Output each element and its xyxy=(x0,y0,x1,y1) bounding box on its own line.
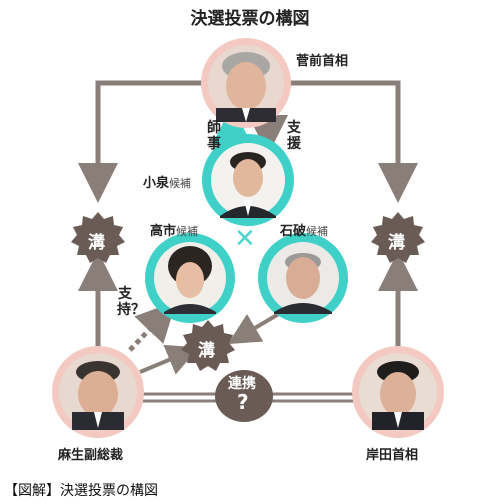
name-takaichi-suffix: 候補 xyxy=(176,225,199,238)
badge-right-text: 溝 xyxy=(388,233,405,253)
name-koizumi-suffix: 候補 xyxy=(169,177,192,190)
label-shiji-support: 支持？ xyxy=(117,286,145,318)
arrow-ishiba-to-center xyxy=(227,310,284,345)
name-koizumi-text: 小泉 xyxy=(143,176,170,191)
name-ishiba-text: 石破 xyxy=(280,224,307,239)
badge-left xyxy=(71,212,125,263)
name-koizumi: 小泉候補 xyxy=(143,172,191,191)
badge-left-text: 溝 xyxy=(88,233,105,253)
page-title: 決選投票の構図 xyxy=(190,9,310,29)
badge-center xyxy=(181,320,235,371)
figure-caption: 【図解】決選投票の構図 xyxy=(4,483,158,499)
name-suga-text: 菅前首相 xyxy=(296,54,349,69)
connector-top xyxy=(78,80,418,203)
portrait-ishiba xyxy=(267,242,339,314)
portrait-kishida xyxy=(352,346,444,438)
label-renkei-question: ? xyxy=(237,390,249,414)
name-ishiba: 石破候補 xyxy=(280,220,328,239)
name-kishida-text: 岸田首相 xyxy=(366,448,419,463)
name-ishiba-suffix: 候補 xyxy=(306,225,329,238)
portrait-aso xyxy=(52,346,144,438)
portrait-suga xyxy=(201,38,291,128)
name-takaichi: 高市候補 xyxy=(150,220,198,239)
name-aso: 麻生副総裁 xyxy=(58,444,123,463)
name-aso-text: 麻生副総裁 xyxy=(58,448,124,463)
name-suga: 菅前首相 xyxy=(296,50,348,69)
badge-renkei xyxy=(215,370,273,422)
portrait-takaichi xyxy=(154,242,226,314)
name-takaichi-text: 高市 xyxy=(150,224,177,239)
connector-suga-left xyxy=(78,80,202,203)
connector-suga-right xyxy=(290,80,418,203)
conflict-cross-icon: ✕ xyxy=(234,224,256,254)
portrait-koizumi xyxy=(211,143,285,218)
label-shiji-mentor: 師事 xyxy=(207,120,221,152)
label-renkei: 連携 xyxy=(228,376,256,392)
name-kishida: 岸田首相 xyxy=(366,444,418,463)
label-shien: 支援 xyxy=(287,120,301,152)
badge-right xyxy=(371,212,425,263)
arrow-aso-to-center xyxy=(139,344,200,375)
badge-center-text: 溝 xyxy=(198,341,215,361)
